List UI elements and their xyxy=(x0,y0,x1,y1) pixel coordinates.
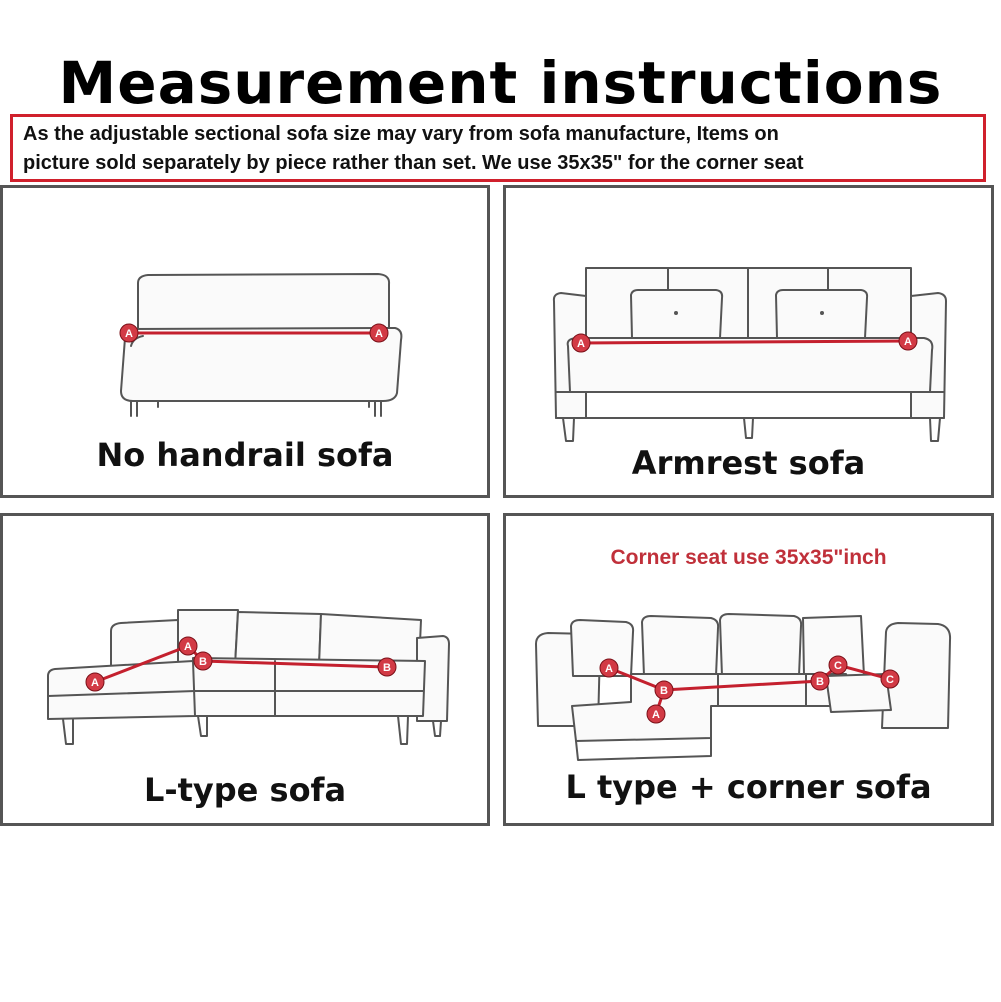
point-marker-b: B xyxy=(654,680,674,700)
point-marker-a: A xyxy=(571,333,591,353)
svg-text:A: A xyxy=(184,641,192,653)
panel-no-handrail-sofa: A A No handrail sofa xyxy=(0,185,490,498)
svg-text:A: A xyxy=(577,338,585,350)
svg-text:A: A xyxy=(904,336,912,348)
svg-text:A: A xyxy=(605,663,613,675)
point-marker-a: A xyxy=(178,636,198,656)
svg-text:A: A xyxy=(91,677,99,689)
panel-caption: L type + corner sofa xyxy=(565,768,932,806)
panel-caption: Armrest sofa xyxy=(631,444,866,482)
point-marker-b: B xyxy=(377,657,397,677)
svg-text:B: B xyxy=(383,662,391,674)
point-marker-a: A xyxy=(898,331,918,351)
svg-text:A: A xyxy=(125,328,133,340)
svg-text:B: B xyxy=(816,676,824,688)
point-marker-b: B xyxy=(810,671,830,691)
point-marker-a: A xyxy=(85,672,105,692)
panel-caption: L-type sofa xyxy=(143,771,347,809)
svg-text:A: A xyxy=(652,709,660,721)
point-marker-c: C xyxy=(880,669,900,689)
panel-armrest-sofa: A A Armrest sofa xyxy=(503,185,994,498)
point-marker-a: A xyxy=(646,704,666,724)
svg-text:A: A xyxy=(375,328,383,340)
svg-text:B: B xyxy=(199,656,207,668)
point-marker-a: A xyxy=(369,323,389,343)
page-title: Measurement instructions xyxy=(58,49,943,117)
panel-caption: No handrail sofa xyxy=(96,436,394,474)
corner-seat-note: Corner seat use 35x35"inch xyxy=(610,546,887,569)
panel-l-type-corner-sofa: Corner seat use 35x35"inch A A B B xyxy=(503,513,994,826)
panel-l-type-sofa: A A B B L-type sofa xyxy=(0,513,490,826)
l-type-sofa-illustration: A A B B xyxy=(47,609,450,745)
armrest-sofa-illustration: A A xyxy=(552,267,947,442)
measure-line-a xyxy=(580,339,909,345)
measure-line-ab xyxy=(94,644,388,684)
notice-line-2: picture sold separately by piece rather … xyxy=(23,152,804,174)
point-marker-b: B xyxy=(193,651,213,671)
point-marker-a: A xyxy=(119,323,139,343)
point-marker-a: A xyxy=(599,658,619,678)
svg-text:C: C xyxy=(886,674,894,686)
svg-text:B: B xyxy=(660,685,668,697)
measure-line-bc xyxy=(663,663,891,692)
notice-box: As the adjustable sectional sofa size ma… xyxy=(10,114,986,182)
svg-text:C: C xyxy=(834,660,842,672)
no-handrail-sofa-illustration: A A xyxy=(119,273,403,417)
notice-line-1: As the adjustable sectional sofa size ma… xyxy=(23,123,779,145)
l-type-corner-sofa-illustration: A A B B C C xyxy=(535,613,952,761)
point-marker-c: C xyxy=(828,655,848,675)
